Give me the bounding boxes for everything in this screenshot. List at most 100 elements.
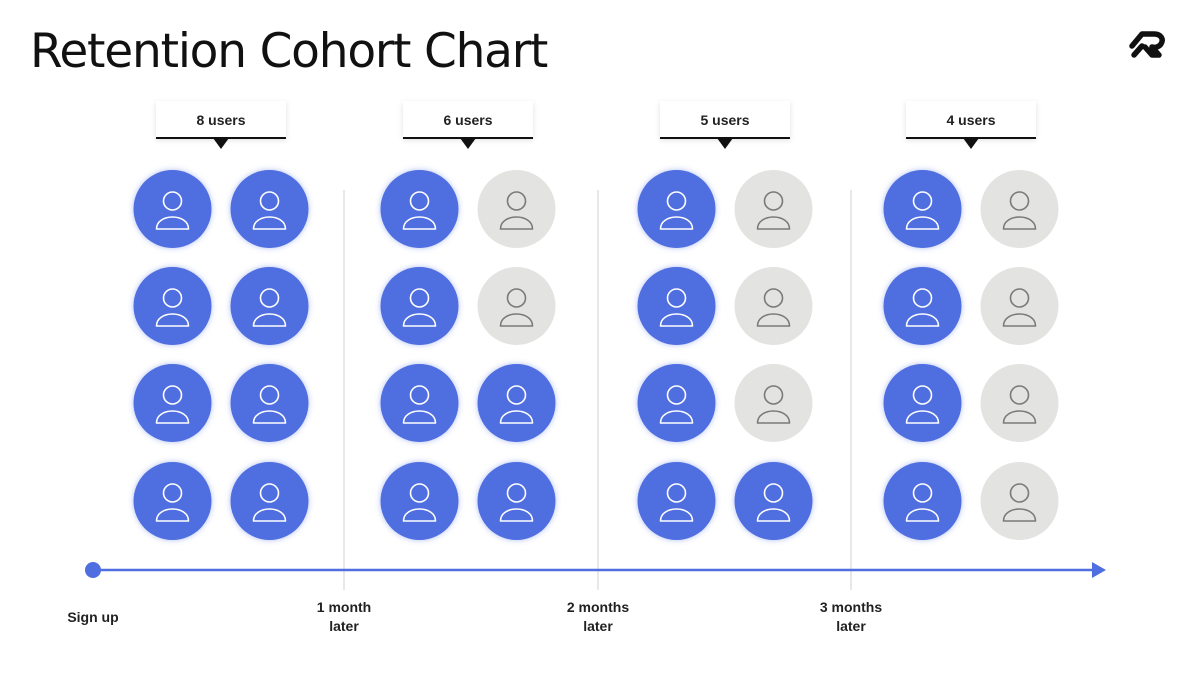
timeline-axis — [85, 562, 1106, 578]
user-p2-c2-r1 — [477, 170, 556, 248]
retained-user-circle — [133, 267, 212, 345]
user-p4-c2-r4 — [980, 462, 1059, 540]
churned-user-circle — [980, 267, 1059, 345]
user-p1-c1-r1 — [133, 170, 212, 248]
user-icon — [905, 483, 940, 522]
timeline-label-4: 3 months — [820, 599, 882, 615]
user-icon — [252, 385, 287, 424]
retained-user-circle — [380, 462, 459, 540]
user-p3-c2-r1 — [734, 170, 813, 248]
retained-user-circle — [477, 462, 556, 540]
user-p4-c1-r1 — [883, 170, 962, 248]
user-p1-c2-r4 — [230, 462, 309, 540]
user-icon — [1002, 288, 1037, 327]
brand-logo-icon — [1129, 31, 1165, 58]
callout-period-1: 8 users — [156, 101, 286, 149]
user-icon — [659, 385, 694, 424]
retained-user-circle — [230, 462, 309, 540]
user-p2-c2-r2 — [477, 267, 556, 345]
user-icon — [756, 483, 791, 522]
user-p3-c2-r3 — [734, 364, 813, 442]
user-p4-c1-r2 — [883, 267, 962, 345]
timeline-start-dot — [85, 562, 101, 578]
retained-user-circle — [230, 364, 309, 442]
user-icon — [905, 288, 940, 327]
churned-user-circle — [734, 364, 813, 442]
user-icon — [659, 483, 694, 522]
callout-pointer — [717, 138, 733, 149]
timeline-label-4: later — [836, 618, 866, 634]
user-icon — [756, 191, 791, 230]
retained-user-circle — [883, 267, 962, 345]
callout-label: 6 users — [443, 112, 492, 128]
user-p2-c1-r2 — [380, 267, 459, 345]
user-p1-c1-r3 — [133, 364, 212, 442]
user-p3-c1-r1 — [637, 170, 716, 248]
callout-pointer — [963, 138, 979, 149]
user-p2-c2-r3 — [477, 364, 556, 442]
user-icon — [659, 191, 694, 230]
retained-user-circle — [133, 364, 212, 442]
user-p4-c2-r3 — [980, 364, 1059, 442]
user-icon — [1002, 385, 1037, 424]
user-icon — [402, 288, 437, 327]
retained-user-circle — [637, 364, 716, 442]
callout-period-3: 5 users — [660, 101, 790, 149]
user-icon — [659, 288, 694, 327]
retained-user-circle — [380, 364, 459, 442]
user-icon — [155, 191, 190, 230]
callout-pointer — [460, 138, 476, 149]
retained-user-circle — [380, 267, 459, 345]
user-p4-c1-r4 — [883, 462, 962, 540]
user-icon — [756, 288, 791, 327]
user-icon — [252, 191, 287, 230]
user-p1-c1-r2 — [133, 267, 212, 345]
chart-title: Retention Cohort Chart — [30, 24, 548, 79]
churned-user-circle — [980, 170, 1059, 248]
callout-period-4: 4 users — [906, 101, 1036, 149]
user-icon — [499, 191, 534, 230]
retained-user-circle — [883, 170, 962, 248]
user-p1-c1-r4 — [133, 462, 212, 540]
retained-user-circle — [637, 267, 716, 345]
user-icon — [499, 483, 534, 522]
user-p2-c1-r3 — [380, 364, 459, 442]
user-icon — [756, 385, 791, 424]
user-icon — [155, 385, 190, 424]
user-icon — [1002, 191, 1037, 230]
retained-user-circle — [637, 462, 716, 540]
user-p3-c2-r2 — [734, 267, 813, 345]
timeline-label-3: later — [583, 618, 613, 634]
user-icon — [499, 288, 534, 327]
churned-user-circle — [477, 170, 556, 248]
retained-user-circle — [883, 462, 962, 540]
churned-user-circle — [477, 267, 556, 345]
callout-label: 5 users — [700, 112, 749, 128]
retained-user-circle — [380, 170, 459, 248]
user-p1-c2-r2 — [230, 267, 309, 345]
user-p3-c1-r4 — [637, 462, 716, 540]
user-p2-c1-r4 — [380, 462, 459, 540]
user-p4-c1-r3 — [883, 364, 962, 442]
user-p2-c1-r1 — [380, 170, 459, 248]
retained-user-circle — [734, 462, 813, 540]
retained-user-circle — [230, 267, 309, 345]
user-p1-c2-r1 — [230, 170, 309, 248]
callout-label: 4 users — [946, 112, 995, 128]
user-icon — [1002, 483, 1037, 522]
user-icon — [905, 385, 940, 424]
retained-user-circle — [883, 364, 962, 442]
retained-user-circle — [133, 170, 212, 248]
period-dividers — [343, 190, 852, 590]
user-icon — [155, 288, 190, 327]
callout-period-2: 6 users — [403, 101, 533, 149]
user-icon — [402, 191, 437, 230]
retained-user-circle — [230, 170, 309, 248]
timeline-arrow-icon — [1092, 562, 1106, 578]
timeline-label-2: later — [329, 618, 359, 634]
retained-user-circle — [637, 170, 716, 248]
user-icon — [499, 385, 534, 424]
user-icon — [402, 385, 437, 424]
timeline-label-3: 2 months — [567, 599, 629, 615]
